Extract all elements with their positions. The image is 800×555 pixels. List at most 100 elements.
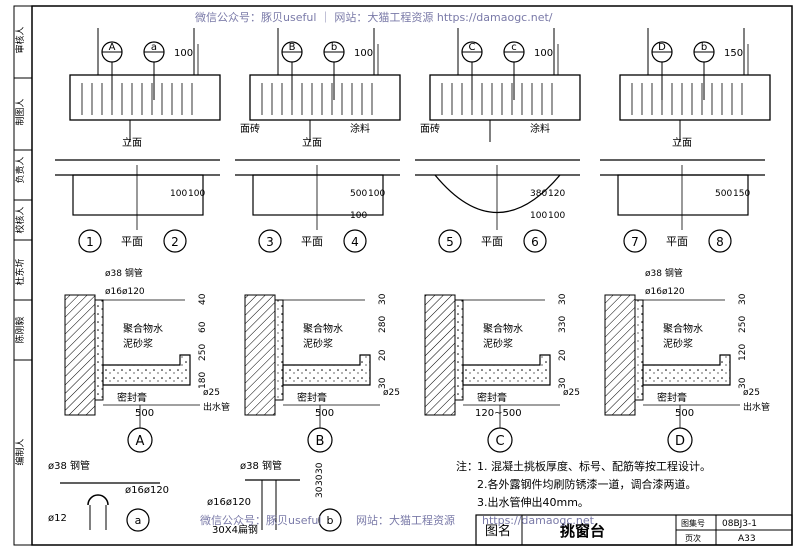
dim-text: 30 xyxy=(315,486,325,498)
plan-word: 平面 xyxy=(301,235,323,248)
side-strip-label: 负责人 xyxy=(14,156,26,183)
dim-text: 120 xyxy=(738,344,748,361)
dim-text: 100 xyxy=(350,211,367,221)
rebar-label: ø38 钢管 xyxy=(645,267,683,279)
plan-index xyxy=(438,229,462,253)
plan-index-left: 7 xyxy=(631,235,639,249)
width-dim: 500 xyxy=(675,408,694,419)
dim-text: 100 xyxy=(368,189,385,199)
pipe-label: ø25 xyxy=(743,388,760,398)
wall-finish xyxy=(274,299,284,401)
dim-text: 100 xyxy=(170,189,187,199)
tube-label: ø16ø120 xyxy=(645,287,685,297)
drawing-title: 挑窗台 xyxy=(560,522,605,540)
wall-hatch xyxy=(424,294,456,416)
wall-hatch xyxy=(64,294,96,416)
sill-slab xyxy=(462,354,551,386)
dim-text: 30 xyxy=(378,377,388,389)
dim-text: 120 xyxy=(548,189,565,199)
plan-word: 平面 xyxy=(121,235,143,248)
notes-prefix: 注： xyxy=(456,459,478,473)
dim-text: 150 xyxy=(733,189,750,199)
note-3: 3.出水管伸出40mm。 xyxy=(477,495,589,509)
side-strip-label: 陈刚毅 xyxy=(14,316,26,343)
width-dim: 500 xyxy=(135,408,154,419)
sill-body xyxy=(249,74,401,121)
plan-index xyxy=(343,229,367,253)
detail-pipe: ø38 钢管 xyxy=(48,459,90,472)
rebar-label: ø38 钢管 xyxy=(105,267,143,279)
section-label: B xyxy=(316,434,325,449)
plan-word: 平面 xyxy=(481,235,503,248)
pipe-note: 出水管 xyxy=(203,401,230,413)
mortar-label-1: 聚合物水 xyxy=(303,322,343,335)
seal-label: 密封膏 xyxy=(477,391,507,404)
dim-text: 150 xyxy=(724,48,743,59)
dim-text: 60 xyxy=(198,321,208,333)
detail-label: a xyxy=(135,514,142,527)
watermark-bottom-left: 微信公众号：豚贝useful xyxy=(200,513,321,527)
detail-flat: 30X4扁钢 xyxy=(212,523,258,536)
pipe-note: 出水管 xyxy=(743,401,770,413)
page-label: 页次 xyxy=(685,533,701,543)
width-dim: 500 xyxy=(315,408,334,419)
mortar-label-2: 泥砂浆 xyxy=(123,337,153,350)
pipe-arc xyxy=(87,494,109,506)
sill-body xyxy=(619,74,771,121)
seal-label: 密封膏 xyxy=(297,391,327,404)
dim-text: 180 xyxy=(198,372,208,389)
plan-index xyxy=(708,229,732,253)
dim-text: 330 xyxy=(558,316,568,333)
note-2: 2.各外露钢件均刷防锈漆一道，调合漆两道。 xyxy=(477,477,697,491)
plan-index-left: 3 xyxy=(266,235,274,249)
wall-finish xyxy=(94,299,104,401)
dim-text: 250 xyxy=(738,316,748,333)
note-right: 涂料 xyxy=(530,122,550,135)
detail-label: b xyxy=(327,514,334,527)
bubble-label: A xyxy=(109,42,116,53)
dim-text: 30 xyxy=(315,462,325,474)
wall-finish xyxy=(454,299,464,401)
dim-text: 40 xyxy=(198,293,208,305)
dim-text: 20 xyxy=(378,349,388,361)
wall-hatch xyxy=(244,294,276,416)
pipe-label: ø25 xyxy=(563,388,580,398)
page-number: A33 xyxy=(738,534,756,544)
plan-index xyxy=(163,229,187,253)
mortar-label-1: 聚合物水 xyxy=(663,322,703,335)
detail-bar: ø12 xyxy=(48,513,67,524)
note-1: 1. 混凝土挑板厚度、标号、配筋等按工程设计。 xyxy=(477,459,711,473)
dim-text: 100 xyxy=(174,48,193,59)
sill-slab xyxy=(102,354,191,386)
side-strip-label: 制图人 xyxy=(14,98,26,125)
elevation-caption: 立面 xyxy=(672,136,692,149)
plan-index xyxy=(258,229,282,253)
mortar-label-1: 聚合物水 xyxy=(483,322,523,335)
dim-text: 500 xyxy=(715,189,732,199)
dim-text: 250 xyxy=(198,344,208,361)
dim-text: 30 xyxy=(738,377,748,389)
bubble-label: C xyxy=(469,42,476,53)
dim-text: 280 xyxy=(378,316,388,333)
dim-text: 30 xyxy=(378,293,388,305)
side-strip xyxy=(13,5,33,546)
mortar-label-2: 泥砂浆 xyxy=(303,337,333,350)
dim-text: 30 xyxy=(315,474,325,486)
sill-slab xyxy=(282,354,371,386)
dim-text: 380 xyxy=(530,189,547,199)
seal-label: 密封膏 xyxy=(117,391,147,404)
wall-hatch xyxy=(604,294,636,416)
tube-label: ø16ø120 xyxy=(105,287,145,297)
